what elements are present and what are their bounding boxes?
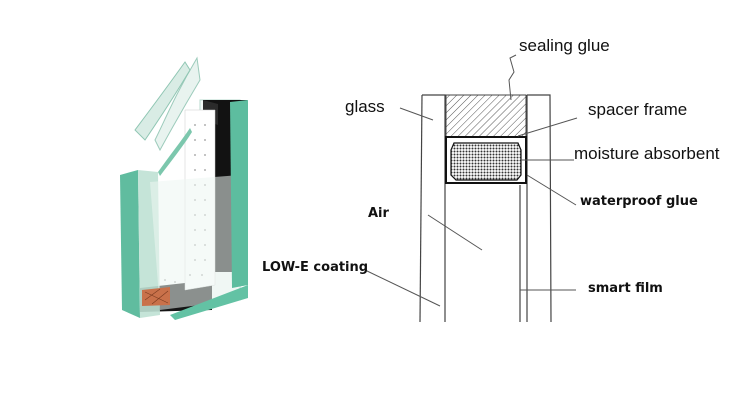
label-smart-film: smart film [588, 281, 663, 296]
front-glass-pane [120, 61, 240, 318]
label-low-e-coating: LOW-E coating [262, 260, 369, 275]
desiccant-block [142, 287, 170, 306]
right-glass-edge [170, 100, 248, 320]
label-moisture-absorbent: moisture absorbent [574, 144, 720, 163]
label-air: Air [368, 206, 389, 221]
spacer-frame [445, 136, 527, 184]
leader-lines [364, 54, 578, 307]
label-waterproof-glue: waterproof glue [580, 194, 698, 209]
label-glass: glass [345, 97, 385, 116]
sealing-glue-block [445, 94, 527, 138]
label-spacer-frame: spacer frame [588, 100, 688, 119]
glass-pane-left [419, 94, 446, 323]
label-sealing-glue: sealing glue [519, 36, 610, 55]
